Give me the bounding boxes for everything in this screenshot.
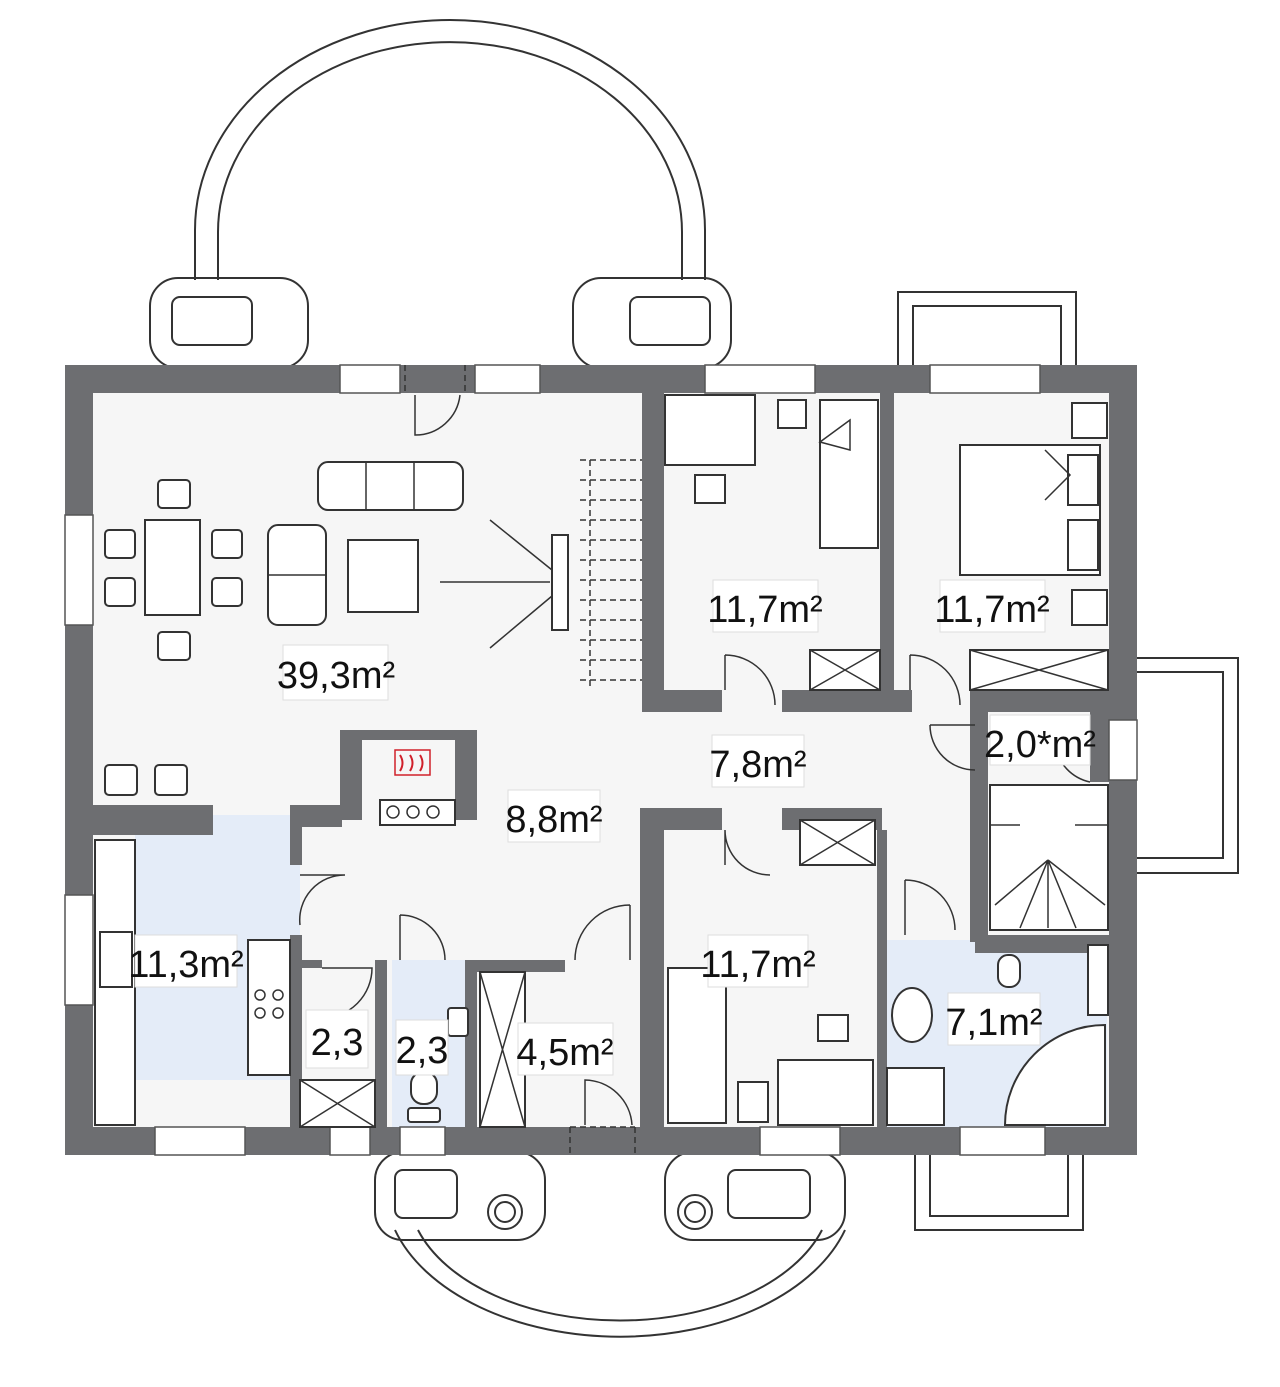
svg-text:11,3m²: 11,3m² (128, 944, 243, 986)
doors (298, 365, 1091, 1155)
room-labels: 39,3m² 11,7m² 11,7m² 2,0*m² 7,8m² 8,8m² … (128, 579, 1096, 1076)
room-area-wc: 2,3 (395, 1019, 449, 1076)
room-area-vestibule: 4,5m² (516, 1022, 614, 1076)
windows (64, 364, 1138, 1156)
room-area-closet: 2,0*m² (984, 714, 1096, 766)
room-area-living-dining: 39,3m² (277, 644, 395, 701)
svg-text:2,0*m²: 2,0*m² (984, 724, 1096, 766)
svg-text:7,8m²: 7,8m² (709, 744, 806, 786)
room-area-storage: 2,3 (305, 1009, 369, 1069)
svg-text:7,1m²: 7,1m² (945, 1002, 1042, 1044)
room-area-hall: 7,8m² (709, 734, 807, 788)
svg-text:39,3m²: 39,3m² (277, 655, 395, 697)
svg-text:8,8m²: 8,8m² (505, 799, 602, 841)
svg-text:11,7m²: 11,7m² (700, 944, 815, 986)
room-area-bedroom-top-middle: 11,7m² (707, 579, 823, 633)
top-terrace (149, 19, 732, 369)
furniture (94, 394, 1109, 1128)
room-area-bathroom: 7,1m² (945, 992, 1043, 1046)
room-area-bedroom-bottom: 11,7m² (700, 934, 816, 988)
svg-text:11,7m²: 11,7m² (934, 589, 1049, 631)
room-area-kitchen: 11,3m² (128, 934, 244, 988)
room-area-bedroom-top-right: 11,7m² (934, 579, 1050, 633)
svg-text:11,7m²: 11,7m² (707, 589, 822, 631)
svg-text:2,3: 2,3 (396, 1030, 449, 1072)
room-area-entrance-hall: 8,8m² (505, 789, 603, 843)
bottom-terrace (374, 1151, 846, 1338)
svg-text:4,5m²: 4,5m² (516, 1032, 613, 1074)
svg-text:2,3: 2,3 (311, 1022, 364, 1064)
